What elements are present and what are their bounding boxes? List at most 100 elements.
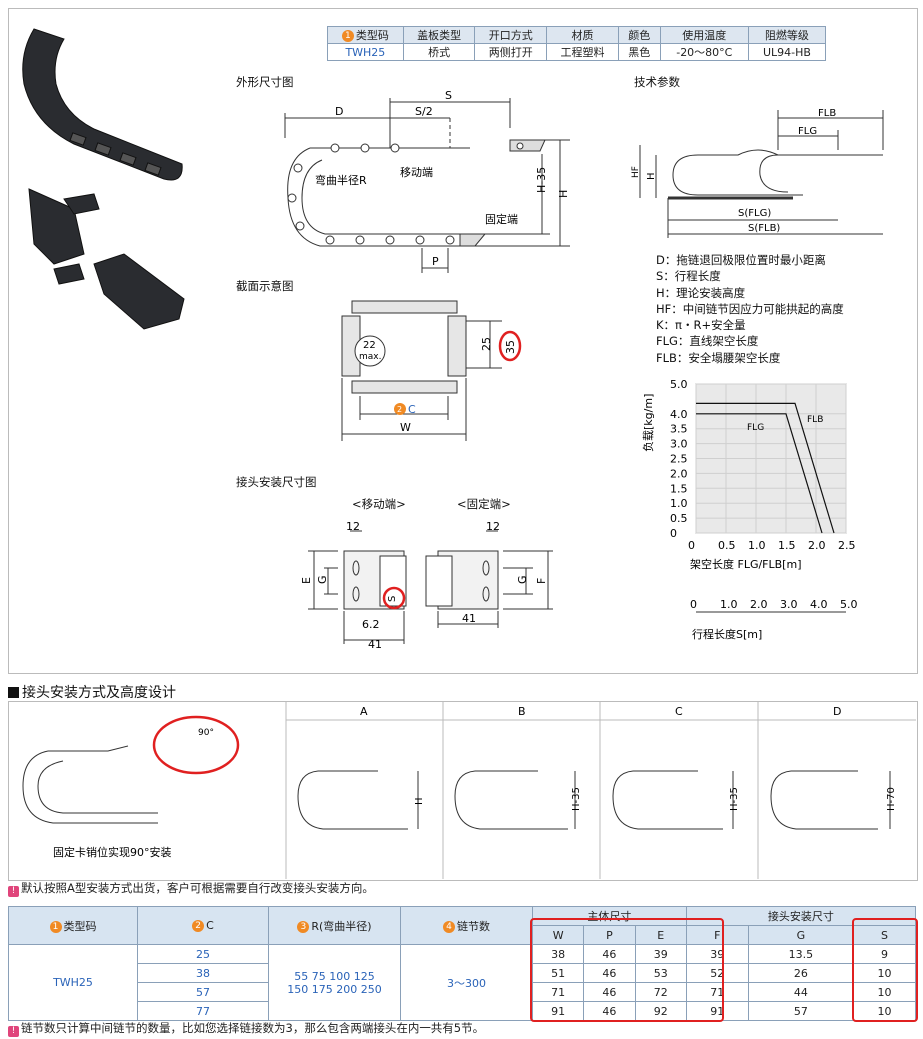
chart-ylabel: 负载[kg/m]	[641, 394, 655, 452]
legend-item: S：行程长度	[656, 269, 721, 284]
label-bend-radius: 弯曲半径R	[315, 173, 367, 187]
chart-y-tick: 0.5	[670, 512, 688, 525]
dim-22: 22	[363, 340, 376, 351]
chart-x-tick: 1.0	[748, 539, 766, 552]
chart-x-tick: 2.0	[808, 539, 826, 552]
warning-icon: !	[8, 886, 19, 897]
chain-photo-1	[22, 28, 183, 181]
legend-item: HF：中间链节因应力可能拱起的高度	[656, 301, 844, 316]
height-C: H-35	[729, 787, 740, 811]
dim-H: H	[557, 190, 570, 198]
spec-header-temp: 使用温度	[659, 26, 749, 44]
cell-links: 3～300	[400, 944, 533, 1021]
dim-H2: H	[646, 172, 657, 180]
cell-c: 38	[137, 963, 269, 983]
label-moving: 移动端	[400, 166, 433, 179]
section2-drawings: A B C D 90° 固定卡销位实现90°安装 H H-35 H-35 H-7…	[22, 701, 916, 879]
chart-y-tick: 5.0	[670, 378, 688, 391]
chart-y-tick: 0	[670, 527, 677, 540]
cell-E: 72	[634, 982, 687, 1002]
chart-label-flb: FLB	[807, 415, 823, 425]
joint-title: 接头安装尺寸图	[236, 475, 317, 489]
chart-y-tick: 1.5	[670, 482, 688, 495]
warning-icon: !	[8, 1026, 19, 1037]
chart-y-tick: 3.0	[670, 438, 688, 451]
th-joint: 接头安装尺寸	[685, 906, 917, 926]
dim-FLB: FLB	[818, 108, 836, 119]
cell-G: 26	[747, 963, 854, 983]
spec-header-flame: 阻燃等级	[747, 26, 827, 44]
legend-item: FLB：安全塌腰架空长度	[656, 350, 781, 365]
dim-12a: 12	[346, 520, 360, 533]
dim-25: 25	[480, 337, 493, 351]
cell-W: 91	[531, 1001, 585, 1021]
dim-D: D	[335, 105, 343, 118]
legend-item: H：理论安装高度	[656, 285, 746, 300]
th-E: E	[634, 925, 687, 945]
joint-diagram: 12 12 E G G F S 6.2 41 41	[300, 520, 553, 651]
stroke-tick: 5.0	[840, 598, 858, 611]
col-B: B	[518, 705, 526, 718]
chain-photo-2	[28, 188, 185, 330]
spec-header-material: 材质	[546, 26, 619, 44]
dim-SFLG: S(FLG)	[738, 208, 771, 219]
dim-G: G	[316, 575, 329, 584]
spec-cell-cover: 桥式	[402, 43, 476, 61]
dim-12b: 12	[486, 520, 500, 533]
fixed-end-label: <固定端>	[457, 497, 511, 511]
spec-header-color: 颜色	[617, 26, 661, 44]
deg-label: 90°	[198, 728, 214, 738]
section2-panel	[8, 701, 918, 881]
dim-W: W	[400, 421, 411, 434]
num-c: 2	[397, 405, 402, 414]
cell-c: 77	[137, 1001, 269, 1021]
col-C: C	[675, 705, 683, 718]
dim-S2: S/2	[415, 105, 433, 118]
highlight-body-dims	[530, 918, 724, 1022]
stroke-tick: 3.0	[780, 598, 798, 611]
chart-x-tick: 0.5	[718, 539, 736, 552]
cell-P: 46	[583, 982, 636, 1002]
dim-H35: H-35	[535, 167, 548, 193]
dim-SFLB: S(FLB)	[748, 223, 780, 234]
dim-P: P	[432, 255, 439, 268]
th-S: S	[852, 925, 917, 945]
highlight-S	[382, 586, 406, 610]
chart-y-tick: 2.5	[670, 453, 688, 466]
label-fixed: 固定端	[485, 212, 518, 226]
col-D: D	[833, 705, 841, 718]
note1: !默认按照A型安装方式出货，客户可根据需要自行改变接头安装方向。	[8, 880, 374, 897]
stroke-axis-label: 行程长度S[m]	[692, 627, 762, 641]
chart-xlabel: 架空长度 FLG/FLB[m]	[690, 557, 801, 571]
legend-item: FLG：直线架空长度	[656, 334, 759, 349]
height-A: H	[414, 797, 425, 805]
chart-y-tick: 3.5	[670, 423, 688, 436]
cell-type: TWH25	[8, 944, 138, 1021]
cell-c: 57	[137, 982, 269, 1002]
cell-G: 44	[747, 982, 854, 1002]
stroke-tick: 2.0	[750, 598, 768, 611]
highlight-35	[498, 330, 522, 362]
chart-y-tick: 1.0	[670, 497, 688, 510]
outline-diagram: D S/2 S 弯曲半径R 移动端 固定端 H-35 H P	[284, 89, 570, 273]
chart-y-tick: 4.0	[670, 408, 688, 421]
legend: D：拖链退回极限位置时最小距离 S：行程长度 H：理论安装高度 HF：中间链节因…	[656, 252, 906, 366]
chart-y-tick: 2.0	[670, 467, 688, 480]
dim-62: 6.2	[362, 618, 380, 631]
product-photos	[22, 28, 185, 330]
moving-end-label: <移动端>	[352, 497, 406, 511]
height-D: H-70	[886, 787, 897, 811]
chart-x-tick: 1.5	[778, 539, 796, 552]
dim-Smark: S	[387, 596, 398, 602]
legend-item: K：π・R+安全量	[656, 318, 746, 333]
chart-series-flg	[696, 413, 823, 534]
dim-F: F	[535, 578, 548, 584]
spec-cell-flame: UL94-HB	[747, 43, 827, 61]
outline-title: 外形尺寸图	[236, 75, 294, 89]
spec-cell-opening: 两侧打开	[474, 43, 548, 61]
